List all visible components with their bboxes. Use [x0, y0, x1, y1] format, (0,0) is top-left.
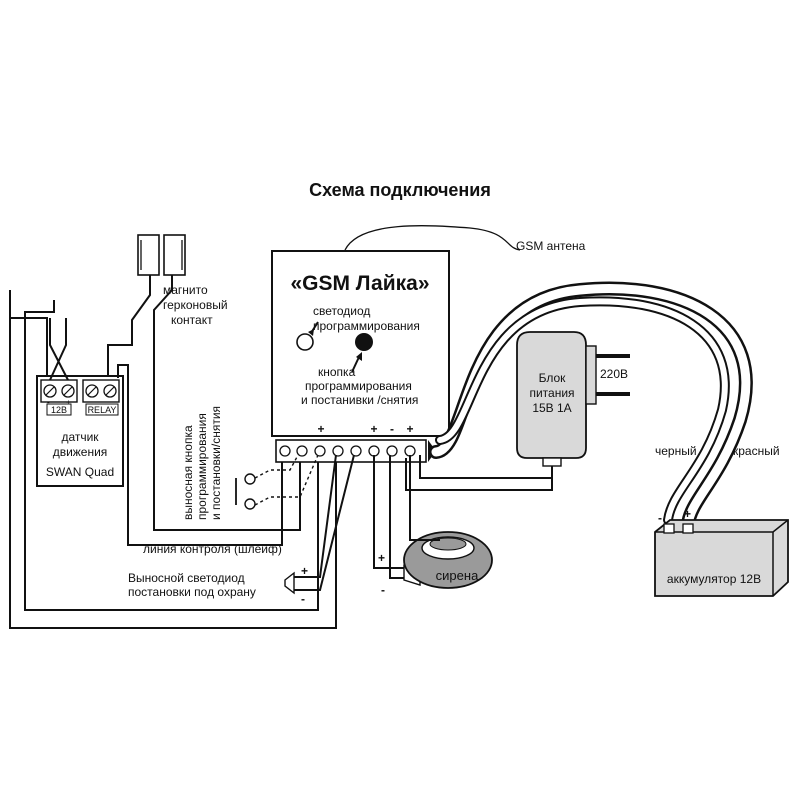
remote-led: Выносной светодиод постановки под охрану…: [128, 454, 355, 606]
reed-magnet: [137, 234, 160, 276]
sensor-plus: +: [66, 398, 71, 407]
diagram-title: Схема подключения: [309, 180, 491, 200]
battery: - + аккумулятор 12В: [654, 507, 789, 597]
remote-button-label-2: программирования: [195, 413, 209, 520]
reed-contact: [163, 234, 186, 276]
battery-body: [654, 519, 789, 597]
siren-minus: -: [381, 583, 385, 597]
sensor-label-1: датчик: [61, 430, 99, 444]
sensor-label-3: SWAN Quad: [46, 465, 114, 479]
battery-cable: черный красный: [429, 281, 780, 532]
battery-terminal-minus: [663, 523, 675, 534]
sensor-label-2: движения: [53, 445, 108, 459]
psu-mains-label: 220В: [600, 367, 628, 381]
button-label-1: кнопка: [318, 365, 356, 379]
remote-button-label-3: и постановки/снятия: [209, 406, 223, 520]
psu-label-3: 15В 1А: [532, 401, 571, 415]
power-supply: 220В Блок питания 15В 1А: [405, 331, 630, 491]
remote-button: выносная кнопка программирования и поста…: [181, 406, 319, 520]
reed-label-1: магнито: [163, 283, 208, 297]
battery-label: аккумулятор 12В: [667, 572, 761, 586]
remote-led-label-1: Выносной светодиод: [128, 571, 245, 585]
battery-terminal-plus: [682, 523, 694, 534]
terminal-sign-3: -: [390, 422, 394, 436]
battery-plus: +: [684, 507, 691, 521]
antenna-label: GSM антена: [516, 239, 586, 253]
terminal-sign-4: +: [406, 422, 413, 436]
siren-plus: +: [378, 551, 385, 565]
battery-minus: -: [658, 511, 662, 525]
led-label-1: светодиод: [313, 304, 370, 318]
button-label-3: и постанивки /снятия: [301, 393, 418, 407]
reed-switch: магнито герконовый контакт: [107, 234, 301, 531]
remote-led-label-2: постановки под охрану: [128, 585, 256, 599]
reed-label-3: контакт: [171, 313, 213, 327]
gsm-device: «GSM Лайка» светодиод программирования к…: [271, 250, 450, 463]
sensor-minus: -: [47, 398, 50, 407]
device-name: «GSM Лайка»: [290, 272, 429, 295]
sensor-12v-terminal: 12В: [51, 405, 67, 415]
terminal-sign-1: +: [317, 422, 324, 436]
siren: + - сирена: [373, 455, 493, 597]
psu-label-2: питания: [529, 386, 574, 400]
terminal-screws: [279, 445, 416, 457]
motion-sensor: - + 12В RELAY датчик движения SWAN Quad: [36, 318, 283, 546]
black-wire-label: черный: [655, 444, 697, 458]
remote-led-body: [284, 571, 295, 595]
psu-label-1: Блок: [539, 371, 567, 385]
red-wire-label: красный: [733, 444, 780, 458]
reed-label-2: герконовый: [163, 298, 228, 312]
remote-button-label-1: выносная кнопка: [181, 425, 195, 520]
led-label-2: программирования: [313, 319, 420, 333]
terminal-sign-2: +: [370, 422, 377, 436]
button-label-2: программирования: [305, 379, 412, 393]
programming-led: [296, 333, 314, 351]
loop-wires: [9, 290, 337, 629]
gsm-antenna: GSM антена: [344, 225, 586, 253]
programming-button[interactable]: [355, 333, 373, 351]
remote-led-plus: +: [301, 564, 308, 578]
siren-label: сирена: [436, 568, 479, 583]
remote-led-minus: -: [301, 592, 305, 606]
sensor-relay-terminal: RELAY: [88, 405, 117, 415]
control-line-label: линия контроля (шлейф): [143, 542, 282, 556]
psu-body: [516, 331, 587, 459]
